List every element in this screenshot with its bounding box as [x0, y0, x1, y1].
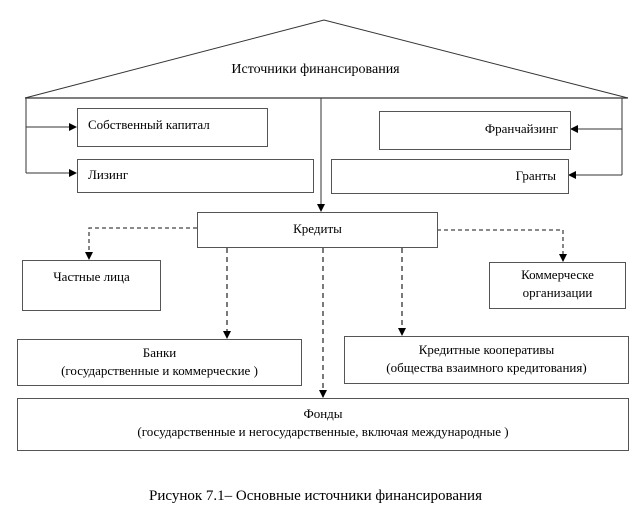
node-grants-label: Гранты	[515, 168, 556, 183]
node-credits-label: Кредиты	[293, 221, 342, 236]
node-private-persons: Частные лица	[22, 260, 161, 311]
node-equity: Собственный капитал	[77, 108, 268, 147]
node-leasing-label: Лизинг	[88, 167, 129, 182]
dashed-to-private	[85, 227, 197, 260]
root-node-label: Источники финансирования	[231, 62, 400, 77]
node-commercial-orgs-line1: Коммерческе	[521, 267, 594, 282]
node-credit-coops-line2: (общества взаимного кредитования)	[386, 360, 587, 375]
node-funds: Фонды (государственные и негосударственн…	[17, 398, 629, 451]
figure-caption: Рисунок 7.1– Основные источники финансир…	[149, 488, 482, 504]
node-funds-line1: Фонды	[303, 406, 343, 421]
dashed-to-commercial	[437, 229, 567, 262]
node-franchising: Франчайзинг	[379, 111, 571, 150]
node-funds-line2: (государственные и негосударственные, вк…	[137, 424, 509, 439]
node-grants: Гранты	[331, 159, 569, 194]
node-leasing: Лизинг	[77, 159, 314, 193]
roof-outline	[24, 19, 629, 99]
node-credits: Кредиты	[197, 212, 438, 248]
node-banks: Банки (государственные и коммерческие )	[17, 339, 302, 386]
node-credit-coops-line1: Кредитные кооперативы	[418, 342, 555, 357]
node-private-persons-label: Частные лица	[53, 269, 130, 284]
node-franchising-label: Франчайзинг	[484, 121, 558, 136]
node-equity-label: Собственный капитал	[88, 117, 210, 132]
node-banks-line2: (государственные и коммерческие )	[61, 363, 258, 378]
node-commercial-orgs-line2: организации	[522, 285, 593, 300]
node-credit-coops: Кредитные кооперативы (общества взаимног…	[344, 336, 629, 384]
node-banks-line1: Банки	[142, 345, 177, 360]
node-commercial-orgs: Коммерческе организации	[489, 262, 626, 309]
